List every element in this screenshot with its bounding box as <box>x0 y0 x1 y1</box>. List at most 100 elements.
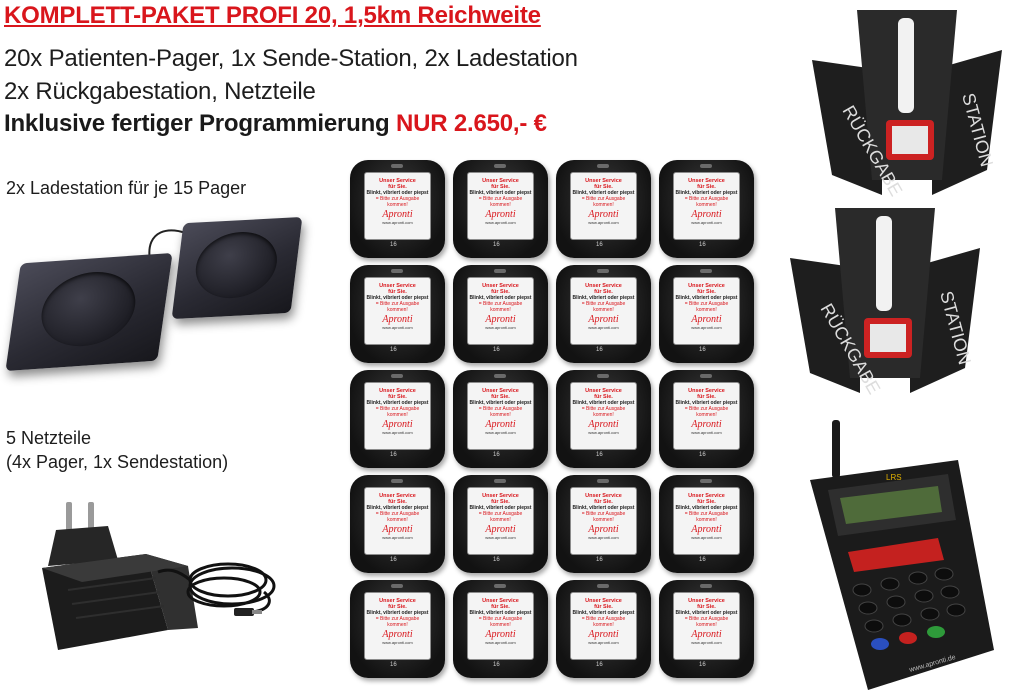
pager-text-line: Blinkt, vibriert oder piepst <box>469 505 532 511</box>
pager-led <box>700 164 712 168</box>
pager-number: 16 <box>390 557 397 563</box>
pager-number: 16 <box>699 452 706 458</box>
pager-url: www.apronti.com <box>485 220 516 225</box>
pager-brand: Apronti <box>588 524 619 535</box>
charger-caption: 2x Ladestation für je 15 Pager <box>6 178 247 198</box>
pager-text-line: kommen! <box>490 517 511 523</box>
pager-text-line: kommen! <box>490 307 511 313</box>
power-supply-caption-line-1: 5 Netzteile <box>6 428 92 448</box>
pager-brand: Apronti <box>485 419 516 430</box>
pager-led <box>391 164 403 168</box>
page-title: KOMPLETT-PAKET PROFI 20, 1,5km Reichweit… <box>4 2 541 29</box>
pager-number: 16 <box>699 242 706 248</box>
pager-url: www.apronti.com <box>691 220 722 225</box>
power-supply-caption: 5 Netzteile (4x Pager, 1x Sendestation) <box>6 426 228 474</box>
pager-brand: Apronti <box>588 314 619 325</box>
pager-led <box>391 479 403 483</box>
pager-text-line: Unser Service <box>688 178 725 184</box>
pager-text-line: kommen! <box>593 307 614 313</box>
pager-text-line: Unser Service <box>379 178 416 184</box>
pager-number: 16 <box>390 242 397 248</box>
pager-text-line: Unser Service <box>688 388 725 394</box>
pager-text-line: Blinkt, vibriert oder piepst <box>572 610 635 616</box>
pager-text-line: kommen! <box>593 412 614 418</box>
pager-text-line: kommen! <box>696 307 717 313</box>
pager-text-line: kommen! <box>387 412 408 418</box>
pager-number: 16 <box>596 557 603 563</box>
pager-led <box>597 374 609 378</box>
pager-text-line: kommen! <box>696 202 717 208</box>
pager-text-line: für Sie. <box>388 394 407 400</box>
pager-text-line: kommen! <box>490 412 511 418</box>
pager-brand: Apronti <box>382 209 413 220</box>
pager-number: 16 <box>493 557 500 563</box>
pager-text-line: für Sie. <box>697 394 716 400</box>
pager-text-line: Blinkt, vibriert oder piepst <box>469 295 532 301</box>
pager-text-line: kommen! <box>593 517 614 523</box>
pager-text-line: Unser Service <box>688 598 725 604</box>
pager-brand: Apronti <box>485 524 516 535</box>
pager-text-line: Unser Service <box>379 283 416 289</box>
pager-text-line: = Bitte zur Ausgabe <box>581 301 626 307</box>
pager-led <box>700 584 712 588</box>
pager-text-line: für Sie. <box>388 184 407 190</box>
pager-number: 16 <box>596 242 603 248</box>
pager-text-line: Unser Service <box>482 598 519 604</box>
pager-url: www.apronti.com <box>485 325 516 330</box>
pager-text-line: = Bitte zur Ausgabe <box>684 301 729 307</box>
pager-text-line: Blinkt, vibriert oder piepst <box>572 505 635 511</box>
pager-text-line: = Bitte zur Ausgabe <box>478 301 523 307</box>
transmitter-brand: LRS <box>886 473 902 482</box>
pager-led <box>494 269 506 273</box>
pager-number: 16 <box>493 347 500 353</box>
pager-number: 16 <box>390 662 397 668</box>
pager-brand: Apronti <box>691 629 722 640</box>
pager-number: 16 <box>596 347 603 353</box>
return-station-image: RÜCKGABE STATION <box>790 208 980 397</box>
pager-brand: Apronti <box>588 419 619 430</box>
pager-text-line: = Bitte zur Ausgabe <box>375 196 420 202</box>
pager-text-line: Blinkt, vibriert oder piepst <box>572 400 635 406</box>
pager-url: www.apronti.com <box>382 325 413 330</box>
pager-url: www.apronti.com <box>588 535 619 540</box>
pager-brand: Apronti <box>691 314 722 325</box>
pager-text-line: Blinkt, vibriert oder piepst <box>469 400 532 406</box>
pager-text-line: Blinkt, vibriert oder piepst <box>366 400 429 406</box>
pager-led <box>700 269 712 273</box>
pager-text-line: = Bitte zur Ausgabe <box>478 196 523 202</box>
pager-led <box>391 584 403 588</box>
pager-text-line: = Bitte zur Ausgabe <box>478 616 523 622</box>
pager-text-line: Blinkt, vibriert oder piepst <box>675 610 738 616</box>
pager-text-line: Blinkt, vibriert oder piepst <box>675 505 738 511</box>
pager-url: www.apronti.com <box>485 430 516 435</box>
pager-url: www.apronti.com <box>382 430 413 435</box>
pager-text-line: Blinkt, vibriert oder piepst <box>469 610 532 616</box>
pager-led <box>597 269 609 273</box>
pager-text-line: Unser Service <box>585 283 622 289</box>
pager-text-line: für Sie. <box>491 184 510 190</box>
pager-text-line: = Bitte zur Ausgabe <box>375 301 420 307</box>
transmitter-image: LRS www.apronti.de <box>810 420 994 690</box>
pager-text-line: = Bitte zur Ausgabe <box>684 511 729 517</box>
pager-led <box>700 479 712 483</box>
